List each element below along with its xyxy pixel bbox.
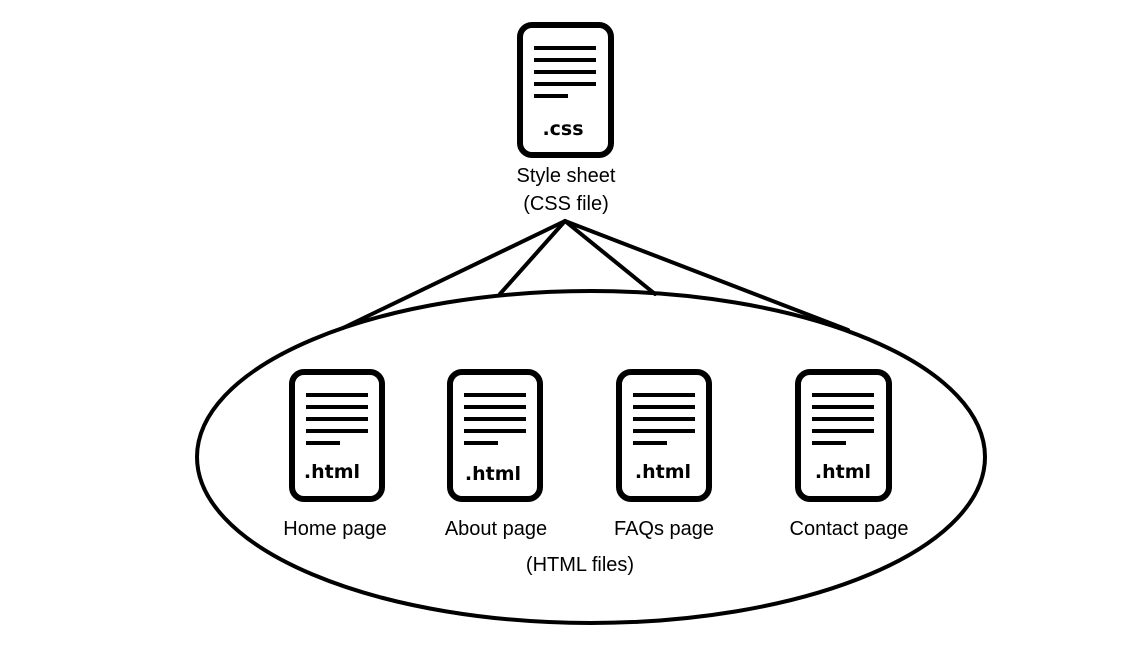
html-file-about: .html About page [445,369,547,540]
html-file-label: Home page [283,518,386,540]
document-icon [447,369,543,502]
document-icon [517,22,614,158]
html-file-extension: .html [465,463,521,485]
connector-line-contact [563,219,850,332]
connector-lines [341,219,850,332]
html-file-home: .html Home page [283,369,387,540]
connector-line-home [341,219,567,330]
document-icon [616,369,712,502]
html-file-label: FAQs page [614,518,714,540]
html-file-extension: .html [304,461,360,483]
html-file-extension: .html [635,461,691,483]
stylesheet-document: .css [517,22,614,158]
connector-line-about [498,219,567,296]
stylesheet-label-line1: Style sheet [517,165,616,187]
html-file-extension: .html [815,461,871,483]
document-icon [289,369,385,502]
html-file-label: About page [445,518,547,540]
connector-line-faqs [563,219,657,296]
html-files-caption: (HTML files) [526,554,634,576]
html-file-faqs: .html FAQs page [614,369,714,540]
document-icon [795,369,892,502]
html-file-label: Contact page [790,518,909,540]
html-file-contact: .html Contact page [790,369,909,540]
stylesheet-label-line2: (CSS file) [523,193,609,215]
stylesheet-extension: .css [542,118,583,140]
html-files-group-ellipse [195,289,987,625]
